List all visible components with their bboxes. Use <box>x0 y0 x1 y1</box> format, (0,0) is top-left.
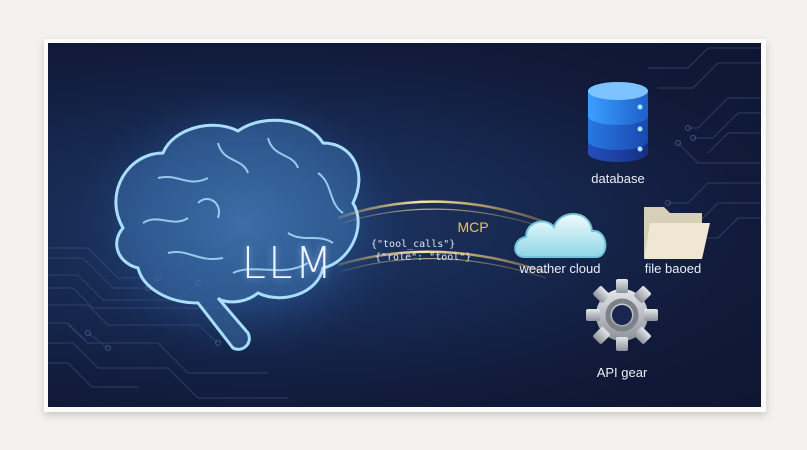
weather-cloud-label: weather cloud <box>519 261 601 276</box>
cloud-icon <box>514 213 607 258</box>
folder-icon <box>644 207 710 259</box>
llm-label: LLM <box>241 238 335 289</box>
mcp-label: MCP <box>457 219 489 235</box>
database-label: database <box>591 171 645 186</box>
database-icon <box>588 82 648 162</box>
diagram-panel: LLM MCP {"tool_calls"} {"role": "tool"} … <box>48 43 761 407</box>
circuit-background <box>48 47 761 399</box>
file-label: file baoed <box>644 261 702 276</box>
brain-icon <box>114 118 361 351</box>
gear-icon <box>586 279 658 351</box>
code-tool-calls: {"tool_calls"} <box>371 239 456 250</box>
api-gear-label: API gear <box>596 365 648 380</box>
code-role-tool: {"role": "tool"} <box>375 252 472 263</box>
mcp-connection <box>337 200 549 279</box>
